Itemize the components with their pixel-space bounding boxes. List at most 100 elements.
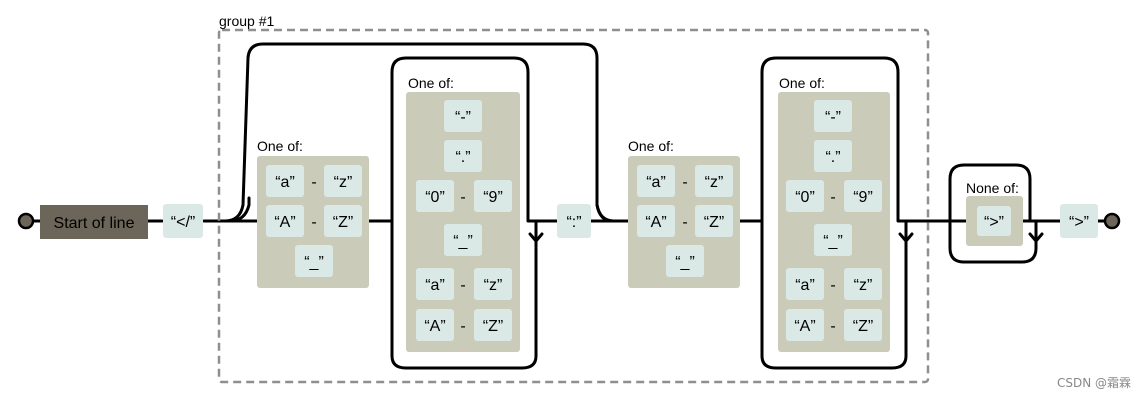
charset3-range-1-end: “Z” — [704, 214, 724, 231]
charset2-range-0-end-box — [474, 268, 512, 300]
charset3-range-0-start: “a” — [646, 174, 666, 191]
start-anchor-label: Start of line — [54, 215, 135, 232]
charset2-range-1-dash: - — [460, 318, 465, 335]
none-of-literal-box — [977, 206, 1011, 236]
charset4-literal-mid-0-box — [814, 224, 852, 256]
end-dot-icon — [1103, 212, 1121, 230]
charset2-range-0-dash: - — [460, 277, 465, 294]
open-tag-literal: “</” — [171, 214, 195, 231]
charset4-range-0-end-box — [844, 268, 882, 300]
close-tag-literal: “>” — [1069, 214, 1089, 231]
charset4-literal-top-1: “.” — [825, 149, 840, 166]
charset2-literal-top-0-box — [444, 100, 482, 132]
charset4-range-1-dash: - — [830, 318, 835, 335]
set4-loop-top — [760, 56, 908, 223]
charset2-literal-mid-0-box — [444, 224, 482, 256]
charset2-range-1-start: “A” — [424, 318, 445, 335]
charset2-literal-top-1: “.” — [455, 149, 470, 166]
connector-lines — [24, 42, 1114, 370]
none-of-literal: “>” — [984, 214, 1004, 231]
charset4-range-0-dash: - — [830, 277, 835, 294]
charset4-range-1-end: “Z” — [853, 318, 873, 335]
open-tag-literal-box — [163, 204, 203, 238]
charset1-range-0-end-box — [324, 165, 362, 197]
charset4-range-1-start: “A” — [794, 318, 815, 335]
group-entry-curve — [228, 196, 251, 223]
none-loop-top — [948, 163, 1032, 223]
charset4-range-top-dash: - — [830, 189, 835, 206]
charset1-range-1-dash: - — [311, 214, 316, 231]
arrow-down-icon — [898, 232, 914, 243]
charset2-range-0-end: “z” — [484, 277, 503, 294]
charset4-range-top-end: “9” — [853, 189, 873, 206]
none-of-label: None of: — [966, 180, 1019, 196]
charset2-range-top-start: “0” — [425, 189, 445, 206]
charset3-range-1-start-box — [637, 205, 675, 237]
none-loop-bottom — [948, 219, 1038, 264]
charset4-range-top-start: “0” — [795, 189, 815, 206]
charset1-range-1-start-box — [266, 205, 304, 237]
charset3-literal-0: “_” — [675, 254, 695, 271]
charset3-range-1-end-box — [695, 205, 733, 237]
charset3-range-0-end-box — [695, 165, 733, 197]
charset2-range-0-start: “a” — [425, 277, 445, 294]
charset2-range-top-end: “9” — [483, 189, 503, 206]
charset3-label: One of: — [628, 138, 674, 154]
start-anchor-box — [40, 205, 148, 239]
charset4-range-1-start-box — [786, 309, 824, 341]
charset1-range-0-dash: - — [311, 174, 316, 191]
charset4-range-0-start-box — [786, 268, 824, 300]
charset4-range-top-end-box — [844, 180, 882, 212]
charset1-range-1-end-box — [324, 205, 362, 237]
charset3-range-0-start-box — [637, 165, 675, 197]
charset1-range-0-end: “z” — [334, 174, 353, 191]
charset1-range-1-end: “Z” — [333, 214, 353, 231]
charset2-range-1-end-box — [474, 309, 512, 341]
charset1-literal-0: “_” — [304, 254, 324, 271]
charset4-literal-top-1-box — [814, 140, 852, 172]
charset4-literal-mid-0: “_” — [823, 233, 843, 250]
set4-loop-bottom — [760, 219, 908, 370]
charset4-range-0-end: “z” — [854, 277, 873, 294]
charset4-range-1-end-box — [844, 309, 882, 341]
group-label: group #1 — [219, 13, 274, 29]
charset3-range-0-end: “z” — [705, 174, 724, 191]
charset4-label: One of: — [779, 75, 825, 91]
colon-literal-box — [557, 204, 591, 238]
charset3-literal-0-box — [666, 245, 704, 277]
charset4-literal-top-0-box — [814, 100, 852, 132]
charset1-range-0-start-box — [266, 165, 304, 197]
group-exit-curve — [595, 203, 614, 223]
set2-loop-bottom — [390, 219, 538, 370]
charset1-label: One of: — [257, 138, 303, 154]
group-box — [217, 28, 930, 384]
charset3-range-0-dash: - — [682, 174, 687, 191]
charset2-range-0-start-box — [416, 268, 454, 300]
charset1-range-0-start: “a” — [275, 174, 295, 191]
watermark: CSDN @霜霖 — [1056, 376, 1131, 390]
arrow-down-icon — [1028, 232, 1044, 243]
charset1-literal-0-box — [295, 245, 333, 277]
charset4-literal-top-0: “-” — [825, 109, 841, 126]
charset2-literal-top-0: “-” — [455, 109, 471, 126]
charset2-literal-top-1-box — [444, 140, 482, 172]
charset2-range-1-start-box — [416, 309, 454, 341]
charset2-literal-mid-0: “_” — [453, 233, 473, 250]
charset4-range-0-start: “a” — [795, 277, 815, 294]
charset3-range-1-start: “A” — [645, 214, 666, 231]
start-dot-icon — [17, 212, 35, 230]
charset3-range-1-dash: - — [682, 214, 687, 231]
arrow-down-icon — [528, 232, 544, 243]
colon-literal: “:” — [566, 214, 581, 231]
charset4-range-top-start-box — [786, 180, 824, 212]
charset1-range-1-start: “A” — [274, 214, 295, 231]
charset2-range-top-start-box — [416, 180, 454, 212]
charset2-range-top-dash: - — [460, 189, 465, 206]
charset2-label: One of: — [408, 75, 454, 91]
close-tag-literal-box — [1060, 204, 1098, 238]
set2-loop-top — [390, 56, 538, 223]
charset2-range-1-end: “Z” — [483, 318, 503, 335]
charset2-range-top-end-box — [474, 180, 512, 212]
